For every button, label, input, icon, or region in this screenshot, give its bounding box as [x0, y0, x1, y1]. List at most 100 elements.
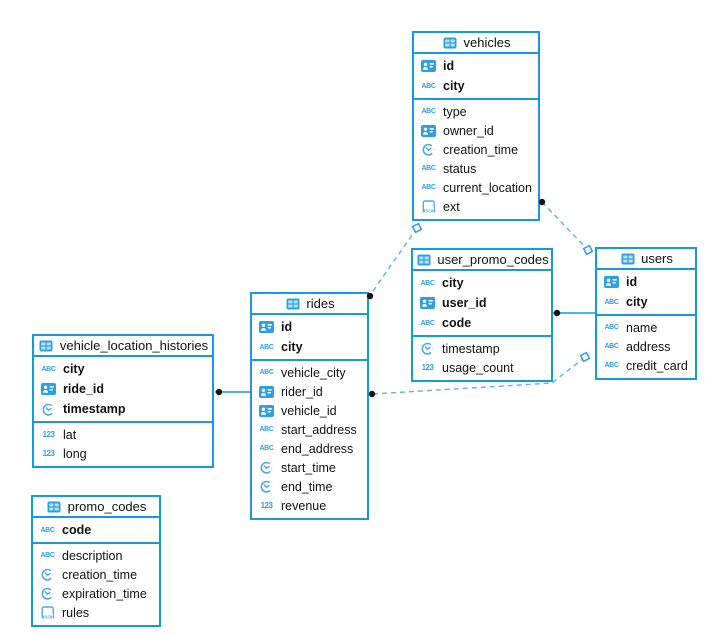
column-name: code — [62, 523, 92, 537]
connector-diamond-endpoint — [411, 222, 423, 234]
column-row-city[interactable]: ABC city — [597, 292, 695, 312]
column-name: end_time — [281, 479, 333, 494]
column-row-user_id[interactable]: user_id — [413, 293, 551, 313]
abc-icon: ABC — [421, 184, 436, 191]
clock-icon — [258, 480, 275, 493]
connector-diamond-endpoint — [582, 244, 594, 256]
column-name: city — [442, 276, 464, 290]
column-name: code — [442, 316, 472, 330]
column-row-ride_id[interactable]: ride_id — [34, 379, 212, 399]
column-name: owner_id — [443, 123, 494, 138]
abc-icon: ABC — [421, 82, 436, 90]
uuid-icon — [420, 60, 437, 72]
column-name: id — [281, 320, 293, 334]
column-name: city — [626, 295, 648, 309]
column-row-id[interactable]: id — [597, 272, 695, 292]
column-name: long — [63, 446, 87, 461]
column-row-creation_time[interactable]: creation_time — [414, 140, 538, 159]
table-icon — [284, 298, 301, 310]
column-name: id — [626, 275, 638, 289]
abc-icon: ABC — [41, 365, 56, 373]
column-name: credit_card — [626, 358, 688, 373]
column-row-expiration_time[interactable]: expiration_time — [33, 584, 159, 603]
column-name: ext — [443, 199, 460, 214]
clock-icon — [258, 461, 275, 474]
column-row-rider_id[interactable]: rider_id — [252, 382, 367, 401]
column-name: timestamp — [63, 402, 126, 416]
column-row-end_time[interactable]: end_time — [252, 477, 367, 496]
table-icon — [38, 340, 55, 352]
relationship-line[interactable] — [541, 201, 589, 251]
abc-icon: ABC — [604, 298, 619, 306]
column-name: user_id — [442, 296, 487, 310]
clock-icon — [419, 342, 436, 355]
column-name: city — [63, 362, 85, 376]
column-row-creation_time[interactable]: creation_time — [33, 565, 159, 584]
column-row-timestamp[interactable]: timestamp — [413, 339, 551, 358]
column-name: start_address — [281, 422, 357, 437]
column-row-credit_card[interactable]: ABC credit_card — [597, 356, 695, 375]
relationship-vehicle_location_histories-rides[interactable] — [215, 388, 250, 396]
column-row-id[interactable]: id — [414, 56, 538, 76]
column-row-timestamp[interactable]: timestamp — [34, 399, 212, 419]
column-name: rules — [62, 605, 90, 620]
abc-icon: ABC — [604, 362, 619, 369]
table-icon — [619, 253, 636, 265]
column-name: creation_time — [62, 567, 138, 582]
connector-dot-endpoint — [368, 390, 376, 398]
abc-icon: ABC — [40, 552, 55, 559]
primary-key-section: ABC city ride_id timestamp — [34, 357, 212, 423]
column-row-id[interactable]: id — [252, 317, 367, 337]
column-name: vehicle_city — [281, 365, 346, 380]
json-icon: JSON — [39, 605, 56, 620]
table-header[interactable]: vehicle_location_histories — [34, 336, 212, 357]
table-header[interactable]: users — [597, 249, 695, 270]
table-icon — [415, 254, 432, 266]
relationship-user_promo_codes-users[interactable] — [553, 309, 595, 317]
column-row-city[interactable]: ABC city — [34, 359, 212, 379]
column-row-owner_id[interactable]: owner_id — [414, 121, 538, 140]
table-header[interactable]: rides — [252, 294, 367, 315]
svg-text:JSON: JSON — [41, 614, 55, 620]
table-title: vehicles — [463, 35, 511, 50]
column-row-start_time[interactable]: start_time — [252, 458, 367, 477]
column-row-vehicle_id[interactable]: vehicle_id — [252, 401, 367, 420]
column-name: lat — [63, 427, 77, 442]
uuid-icon — [603, 276, 620, 288]
column-name: city — [281, 340, 303, 354]
table-header[interactable]: user_promo_codes — [413, 250, 551, 271]
table-title: users — [641, 251, 673, 266]
table-header[interactable]: vehicles — [414, 33, 538, 54]
table-header[interactable]: promo_codes — [33, 497, 159, 518]
column-row-rules[interactable]: JSON rules — [33, 603, 159, 622]
